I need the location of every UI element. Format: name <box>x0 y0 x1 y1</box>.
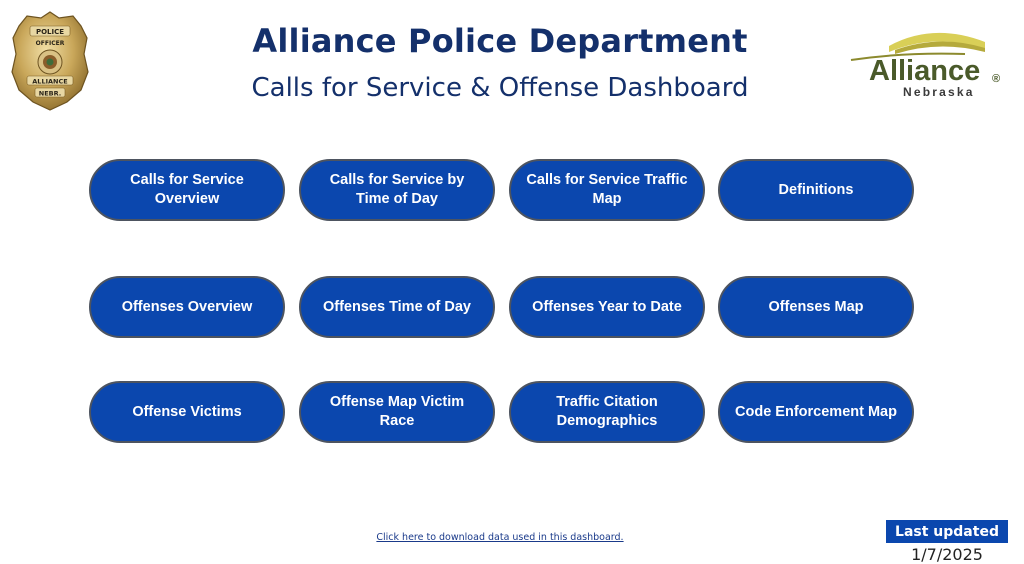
last-updated-date: 1/7/2025 <box>911 545 983 564</box>
city-logo-state: Nebraska <box>903 85 975 99</box>
city-logo-name: Alliance <box>869 55 980 87</box>
offenses-time-of-day-button[interactable]: Offenses Time of Day <box>299 276 495 338</box>
alliance-city-logo: Alliance ® Nebraska <box>850 32 1000 99</box>
traffic-citation-demographics-button[interactable]: Traffic Citation Demographics <box>509 381 705 443</box>
download-data-link[interactable]: Click here to download data used in this… <box>376 532 624 543</box>
registered-mark: ® <box>992 73 1000 85</box>
offenses-map-button[interactable]: Offenses Map <box>718 276 914 338</box>
offenses-year-to-date-button[interactable]: Offenses Year to Date <box>509 276 705 338</box>
page-subtitle: Calls for Service & Offense Dashboard <box>251 73 749 103</box>
page-title: Alliance Police Department <box>252 22 748 60</box>
badge-text-alliance: ALLIANCE <box>32 78 67 86</box>
calls-for-service-traffic-map-button[interactable]: Calls for Service Traffic Map <box>509 159 705 221</box>
badge-text-nebr: NEBR. <box>39 90 61 98</box>
code-enforcement-map-button[interactable]: Code Enforcement Map <box>718 381 914 443</box>
badge-text-police: POLICE <box>36 28 64 36</box>
calls-for-service-overview-button[interactable]: Calls for Service Overview <box>89 159 285 221</box>
badge-text-officer: OFFICER <box>36 40 65 47</box>
calls-for-service-time-of-day-button[interactable]: Calls for Service by Time of Day <box>299 159 495 221</box>
offenses-overview-button[interactable]: Offenses Overview <box>89 276 285 338</box>
police-badge-logo: POLICE OFFICER ALLIANCE NEBR. <box>11 11 89 111</box>
offense-map-victim-race-button[interactable]: Offense Map Victim Race <box>299 381 495 443</box>
last-updated-label: Last updated <box>886 520 1008 543</box>
offense-victims-button[interactable]: Offense Victims <box>89 381 285 443</box>
definitions-button[interactable]: Definitions <box>718 159 914 221</box>
